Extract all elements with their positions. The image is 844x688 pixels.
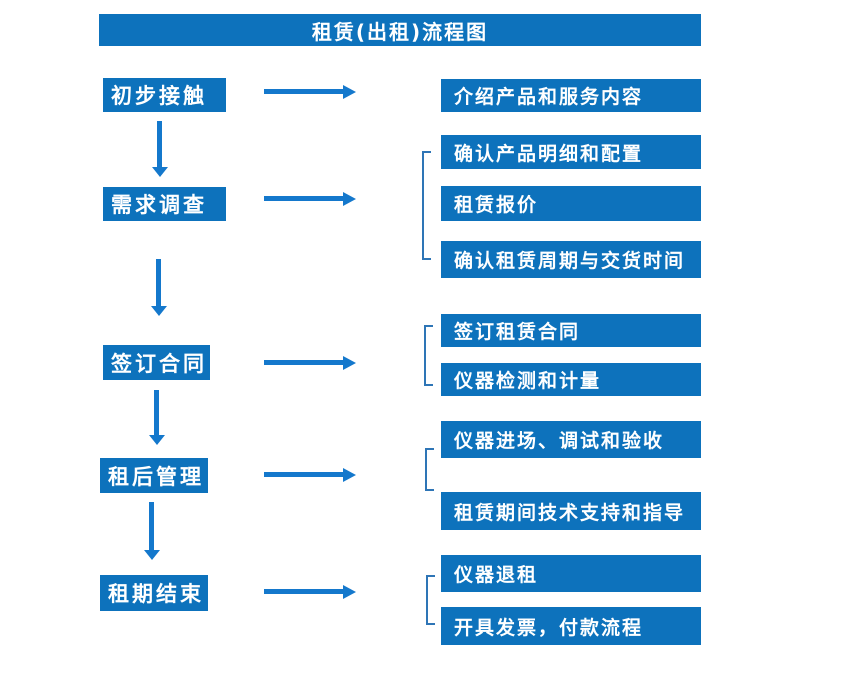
right-arrow-2 — [264, 192, 356, 206]
down-arrow-head — [144, 550, 160, 560]
detail-box-instrument-testing: 仪器检测和计量 — [441, 363, 701, 396]
step-box-lease-end: 租期结束 — [100, 575, 208, 611]
step-box-demand-survey: 需求调查 — [103, 187, 226, 221]
detail-box-confirm-lease-period: 确认租赁周期与交货时间 — [441, 241, 701, 278]
down-arrow-shaft — [156, 259, 161, 306]
detail-label: 签订租赁合同 — [454, 321, 581, 343]
right-arrow-head — [343, 585, 356, 599]
detail-label: 仪器进场、调试和验收 — [454, 430, 665, 452]
step-label: 初步接触 — [111, 84, 207, 108]
group-bracket-sign-contract — [424, 325, 433, 386]
title-bar: 租赁(出租)流程图 — [99, 14, 701, 46]
detail-label: 租赁报价 — [454, 194, 539, 216]
right-arrow-shaft — [264, 472, 343, 477]
right-arrow-shaft — [264, 360, 343, 365]
detail-label: 仪器退租 — [454, 564, 539, 586]
right-arrow-4 — [264, 468, 356, 482]
step-label: 租期结束 — [108, 582, 204, 606]
down-arrow-shaft — [157, 121, 162, 167]
detail-label: 租赁期间技术支持和指导 — [454, 501, 686, 524]
group-bracket-lease-end — [426, 575, 435, 625]
detail-box-introduce-products: 介绍产品和服务内容 — [441, 79, 701, 112]
detail-label: 开具发票，付款流程 — [454, 616, 644, 639]
right-arrow-5 — [264, 585, 356, 599]
detail-label: 介绍产品和服务内容 — [454, 86, 644, 108]
detail-label: 仪器检测和计量 — [454, 370, 602, 392]
right-arrow-head — [343, 192, 356, 206]
down-arrow-head — [151, 306, 167, 316]
down-arrow-head — [149, 435, 165, 445]
right-arrow-shaft — [264, 196, 343, 201]
step-label: 需求调查 — [111, 193, 207, 217]
step-label: 签订合同 — [111, 351, 207, 376]
group-bracket-post-rental — [425, 448, 434, 491]
right-arrow-head — [343, 85, 356, 99]
right-arrow-head — [343, 356, 356, 370]
step-box-sign-contract: 签订合同 — [103, 345, 210, 380]
detail-box-technical-support: 租赁期间技术支持和指导 — [441, 492, 701, 530]
page-title: 租赁(出租)流程图 — [311, 19, 489, 44]
step-box-post-rental-management: 租后管理 — [100, 458, 208, 493]
down-arrow-3 — [149, 390, 165, 445]
down-arrow-head — [152, 167, 168, 177]
detail-box-sign-lease-contract: 签订租赁合同 — [441, 314, 701, 347]
right-arrow-shaft — [264, 589, 343, 594]
detail-label: 确认产品明细和配置 — [454, 142, 644, 165]
detail-box-rental-quote: 租赁报价 — [441, 186, 701, 221]
detail-box-confirm-product-details: 确认产品明细和配置 — [441, 135, 701, 169]
down-arrow-4 — [144, 502, 160, 560]
detail-box-instrument-return: 仪器退租 — [441, 555, 701, 592]
down-arrow-2 — [151, 259, 167, 316]
step-box-initial-contact: 初步接触 — [103, 78, 226, 112]
detail-box-invoice-payment: 开具发票，付款流程 — [441, 607, 701, 645]
right-arrow-3 — [264, 356, 356, 370]
down-arrow-shaft — [154, 390, 159, 435]
group-bracket-demand-survey — [422, 151, 431, 260]
step-label: 租后管理 — [108, 464, 204, 489]
right-arrow-head — [343, 468, 356, 482]
down-arrow-1 — [152, 121, 168, 177]
down-arrow-shaft — [149, 502, 154, 550]
detail-label: 确认租赁周期与交货时间 — [454, 250, 686, 272]
right-arrow-shaft — [264, 89, 343, 94]
detail-box-instrument-entry-acceptance: 仪器进场、调试和验收 — [441, 421, 701, 458]
right-arrow-1 — [264, 85, 356, 99]
